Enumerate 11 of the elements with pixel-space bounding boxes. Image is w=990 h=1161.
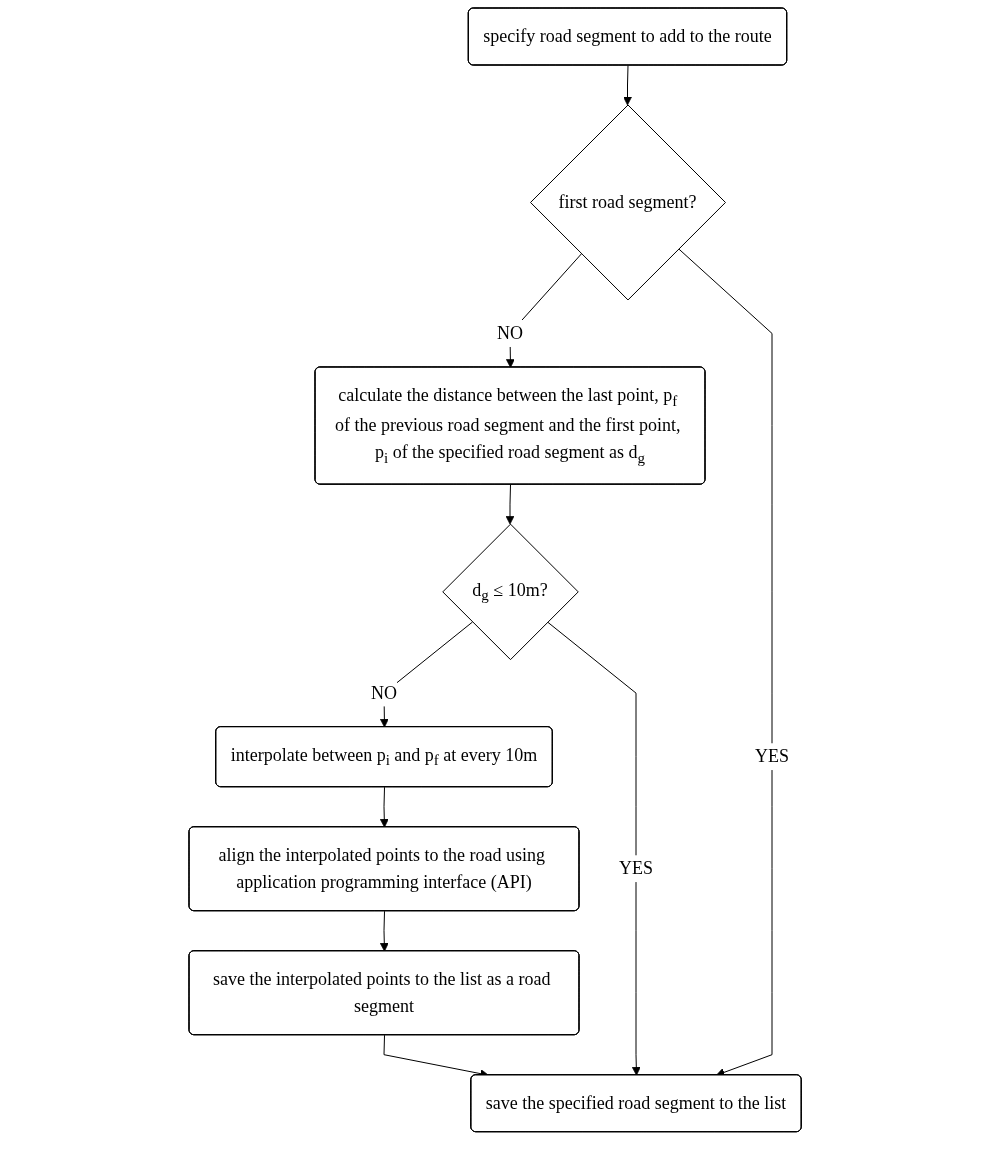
arrow [546, 621, 641, 1076]
node-diamond: d$_{g}$ ≤ 10m? [442, 523, 579, 661]
node-diamond: first road segment? [529, 104, 726, 301]
arrow [379, 786, 389, 828]
arrow [623, 65, 632, 106]
arrow [505, 484, 515, 525]
edge-label: YES [754, 746, 789, 767]
edge-label: NO [370, 682, 397, 703]
edge-label: YES [618, 858, 653, 879]
edge-label: NO [496, 322, 523, 343]
arrow [379, 910, 389, 952]
